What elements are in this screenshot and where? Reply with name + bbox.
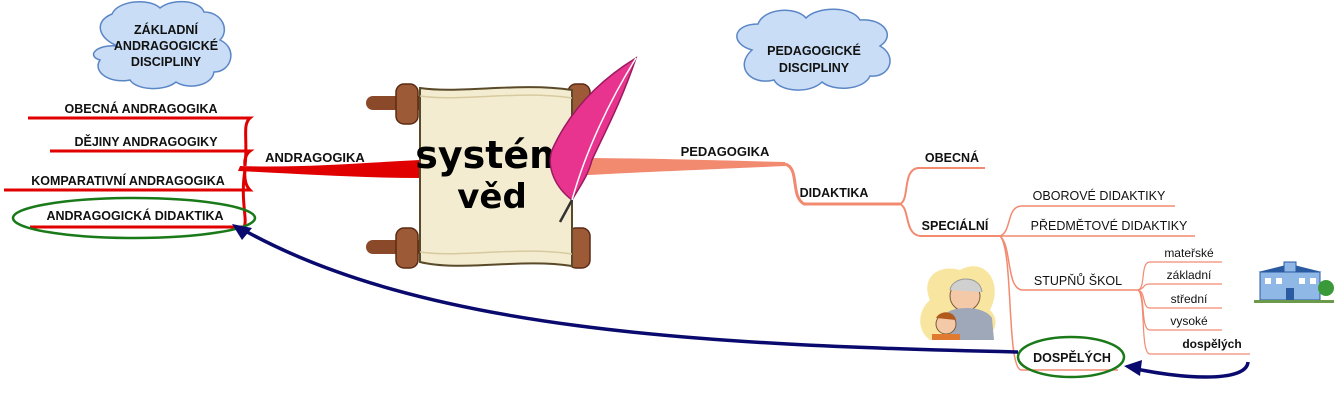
pedagogika-label: PEDAGOGIKA — [681, 144, 770, 159]
cloud-right-line1: PEDAGOGICKÉ — [767, 43, 861, 58]
obecna-label: OBECNÁ — [925, 150, 979, 165]
stupnu-skol-label: STUPŇŮ ŠKOL — [1034, 273, 1122, 288]
cloud-left: ZÁKLADNÍ ANDRAGOGICKÉ DISCIPLINY — [92, 0, 232, 90]
cloud-left-line2: ANDRAGOGICKÉ — [114, 38, 218, 53]
cloud-right: PEDAGOGICKÉ DISCIPLINY — [736, 8, 891, 91]
dejiny-andragogiky-label: DĚJINY ANDRAGOGIKY — [74, 134, 218, 149]
ellipse-andragogicka-didaktika — [11, 196, 257, 240]
level-vysoke: vysoké — [1170, 314, 1208, 328]
andragogicka-didaktika-label: ANDRAGOGICKÁ DIDAKTIKA — [46, 208, 223, 223]
cloud-left-line1: ZÁKLADNÍ — [134, 22, 198, 37]
center-line1: systém — [415, 133, 569, 177]
building-icon — [1254, 261, 1334, 303]
cloud-right-line2: DISCIPLINY — [779, 61, 850, 75]
left-branch: ANDRAGOGIKA OBECNÁ ANDRAGOGIKA DĚJINY AN… — [4, 101, 422, 240]
level-dospelych: dospělých — [1182, 337, 1241, 351]
andragogika-label: ANDRAGOGIKA — [265, 150, 365, 165]
predmetove-label: PŘEDMĚTOVÉ DIDAKTIKY — [1031, 218, 1188, 233]
level-materske: mateřské — [1164, 246, 1214, 260]
ellipse-dospelych — [1016, 335, 1126, 379]
dospelych-label: DOSPĚLÝCH — [1033, 350, 1111, 365]
center-line2: věd — [457, 177, 527, 217]
right-branch: PEDAGOGIKA DIDAKTIKA OBECNÁ SPECIÁLNÍ OB… — [570, 144, 1250, 379]
level-stredni: střední — [1171, 292, 1208, 306]
level-zakladni: základní — [1167, 268, 1212, 282]
arrows — [232, 224, 1250, 379]
specialni-label: SPECIÁLNÍ — [922, 218, 989, 233]
komparativni-andragogika-label: KOMPARATIVNÍ ANDRAGOGIKA — [31, 173, 225, 188]
quill-icon — [549, 56, 638, 223]
didaktika-label: DIDAKTIKA — [800, 186, 869, 200]
cloud-left-line3: DISCIPLINY — [131, 55, 202, 69]
oborove-label: OBOROVÉ DIDAKTIKY — [1033, 188, 1166, 203]
obecna-andragogika-label: OBECNÁ ANDRAGOGIKA — [64, 101, 217, 116]
teacher-child-icon — [920, 266, 996, 341]
